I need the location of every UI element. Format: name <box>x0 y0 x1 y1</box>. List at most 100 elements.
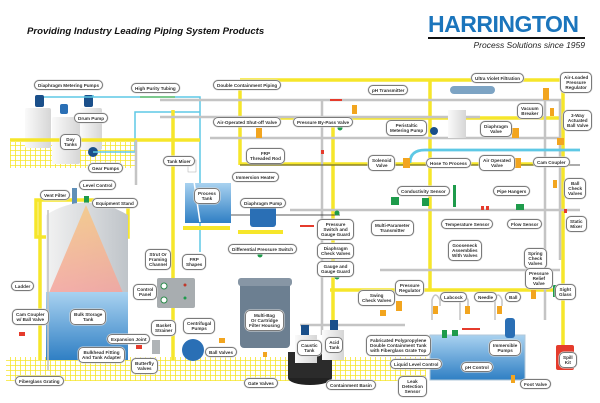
label-pressure-regulator: Pressure Regulator <box>395 280 425 296</box>
expansion-joint <box>136 345 142 349</box>
label-temperature-sensor: Temperature Sensor <box>441 219 494 230</box>
flow-sensor <box>516 204 524 210</box>
label-pressure-switch-gauge-guard: Pressure Switch and Gauge Guard <box>317 219 355 241</box>
swing-check-valve <box>380 310 386 316</box>
label-swing-check-valves: Swing Check Valves <box>358 290 396 306</box>
headline: Providing Industry Leading Piping System… <box>27 26 265 37</box>
uv-filtration <box>450 86 495 94</box>
label-gear-pumps: Gear Pumps <box>88 163 124 174</box>
control-dial-2 <box>160 296 168 304</box>
label-conductivity-sensor: Conductivity Sensor <box>397 186 450 197</box>
control-panel <box>157 278 195 308</box>
multi-bag-filter-lid <box>238 278 292 286</box>
label-vent-filter: Vent Filter <box>40 190 71 201</box>
immersible-pump <box>505 318 515 338</box>
union-2 <box>321 150 324 154</box>
label-immersible-pumps: Immersible Pumps <box>489 340 522 356</box>
label-air-loaded-pressure-regulator: Air-Loaded Pressure Regulator <box>560 72 593 94</box>
double-containment-pipe <box>160 98 562 260</box>
label-pressure-bypass-valve: Pressure By-Pass Valve <box>293 117 354 128</box>
hose-to-process <box>408 148 580 164</box>
label-acid-tank: Acid Tank <box>325 337 344 353</box>
label-cam-coupler: Cam Coupler <box>533 157 570 168</box>
metering-pump-left <box>35 95 44 107</box>
label-pressure-relief-valve: Pressure Relief Valve <box>525 268 553 290</box>
peristaltic-pump <box>430 127 438 135</box>
brand-name: HARRINGTON <box>428 11 579 37</box>
label-expansion-joint: Expansion Joint <box>107 334 151 345</box>
label-multi-parameter-transmitter: Multi-Parameter Transmitter <box>371 220 414 236</box>
pressure-relief-valve <box>531 290 536 299</box>
label-diaphragm-pump: Diaphragm Pump <box>240 198 287 209</box>
pipe-hanger-2 <box>486 206 489 210</box>
label-basket-strainer: Basket Strainer <box>151 320 177 336</box>
diaphragm-valve <box>512 128 519 138</box>
air-operated-shutoff-valve <box>256 128 262 138</box>
label-double-containment-piping: Double Containment Piping <box>213 80 282 91</box>
brand-rule <box>428 37 585 39</box>
gate-valve <box>263 352 267 357</box>
cam-coupler-ball <box>19 332 25 336</box>
air-loaded-regulator <box>543 88 549 100</box>
control-dial-1 <box>160 282 168 290</box>
brand-logo: HARRINGTON Process Solutions since 1959 <box>428 12 588 50</box>
label-gate-valves: Gate Valves <box>244 378 278 389</box>
gooseneck-1 <box>431 294 441 320</box>
label-immersion-heater: Immersion Heater <box>232 172 279 183</box>
basket-strainer <box>152 340 160 354</box>
label-ball-valves: Ball Valves <box>205 347 238 358</box>
peristaltic-reservoir <box>448 110 466 138</box>
label-spill-kit: Spill Kit <box>559 352 577 368</box>
level-cone <box>46 205 126 300</box>
label-needle: Needle <box>474 292 498 303</box>
label-butterfly-valves: Butterfly Valves <box>131 358 158 374</box>
label-diaphragm-metering-pumps: Diaphragm Metering Pumps <box>34 80 104 91</box>
label-pipe-hangers: Pipe Hangers <box>493 186 531 197</box>
label-ball-check-valves: Ball Check Valves <box>564 178 587 200</box>
label-diaphragm-check-valves: Diaphragm Check Valves <box>317 243 355 259</box>
temperature-sensor <box>453 185 456 207</box>
label-ph-transmitter: pH Transmitter <box>368 85 409 96</box>
ball-valve-centrifugal <box>219 338 225 343</box>
conductivity-sensor <box>422 198 429 206</box>
level-control <box>84 196 89 204</box>
label-control-panel: Control Panel <box>133 284 158 300</box>
ph-control-sensor <box>452 330 458 336</box>
label-drum-pump: Drum Pump <box>74 113 109 124</box>
label-equipment-stand: Equipment Stand <box>92 198 138 209</box>
label-fabricated-tank: Fabricated Polypropylene Double Containm… <box>366 335 431 357</box>
control-light-green <box>183 296 187 300</box>
brand-tagline: Process Solutions since 1959 <box>473 40 585 50</box>
acid-pump <box>330 320 338 330</box>
label-day-tanks: Day Tanks <box>60 134 81 150</box>
label-air-operated-shutoff-valve: Air-Operated Shut-off Valve <box>213 117 281 128</box>
label-spring-check-valves: Spring Check Valves <box>524 248 547 270</box>
caustic-pump <box>301 325 309 335</box>
union-1 <box>330 99 342 101</box>
label-gauge-and-gauge-guard: Gauge and Gauge Guard <box>317 261 355 277</box>
label-liquid-level-control: Liquid Level Control <box>390 359 443 370</box>
vacuum-breaker <box>550 108 554 116</box>
day-tank-left <box>25 108 51 148</box>
label-ph-control: pH Control <box>461 362 493 373</box>
drum-pump <box>60 104 68 114</box>
label-multi-bag-filter-housing: Multi-Bag Or Cartridge Filter Housing <box>245 310 284 332</box>
label-sight-glass: Sight Glass <box>555 284 576 300</box>
label-ladder: Ladder <box>11 281 35 292</box>
label-hose-to-process: Hose To Process <box>426 158 471 169</box>
label-gooseneck-assemblies: Gooseneck Assemblies With Valves <box>448 240 482 262</box>
label-level-control: Level Control <box>79 180 117 191</box>
pipe-hanger-1 <box>481 206 484 210</box>
vent-filter <box>72 188 77 214</box>
label-3-way-ball-valve: 3-Way Actuated Ball Valve <box>563 110 593 132</box>
label-differential-pressure-switch: Differential Pressure Switch <box>228 244 298 255</box>
solenoid-valve <box>403 158 410 168</box>
pressure-regulator <box>396 301 402 311</box>
label-frp-shapes: FRP Shapes <box>182 254 207 270</box>
foot-valve <box>511 375 515 383</box>
union-3 <box>300 225 314 227</box>
pressure-switch-gauge <box>334 210 340 216</box>
sight-glass <box>553 285 556 297</box>
label-labcock: Labcock <box>440 292 467 303</box>
